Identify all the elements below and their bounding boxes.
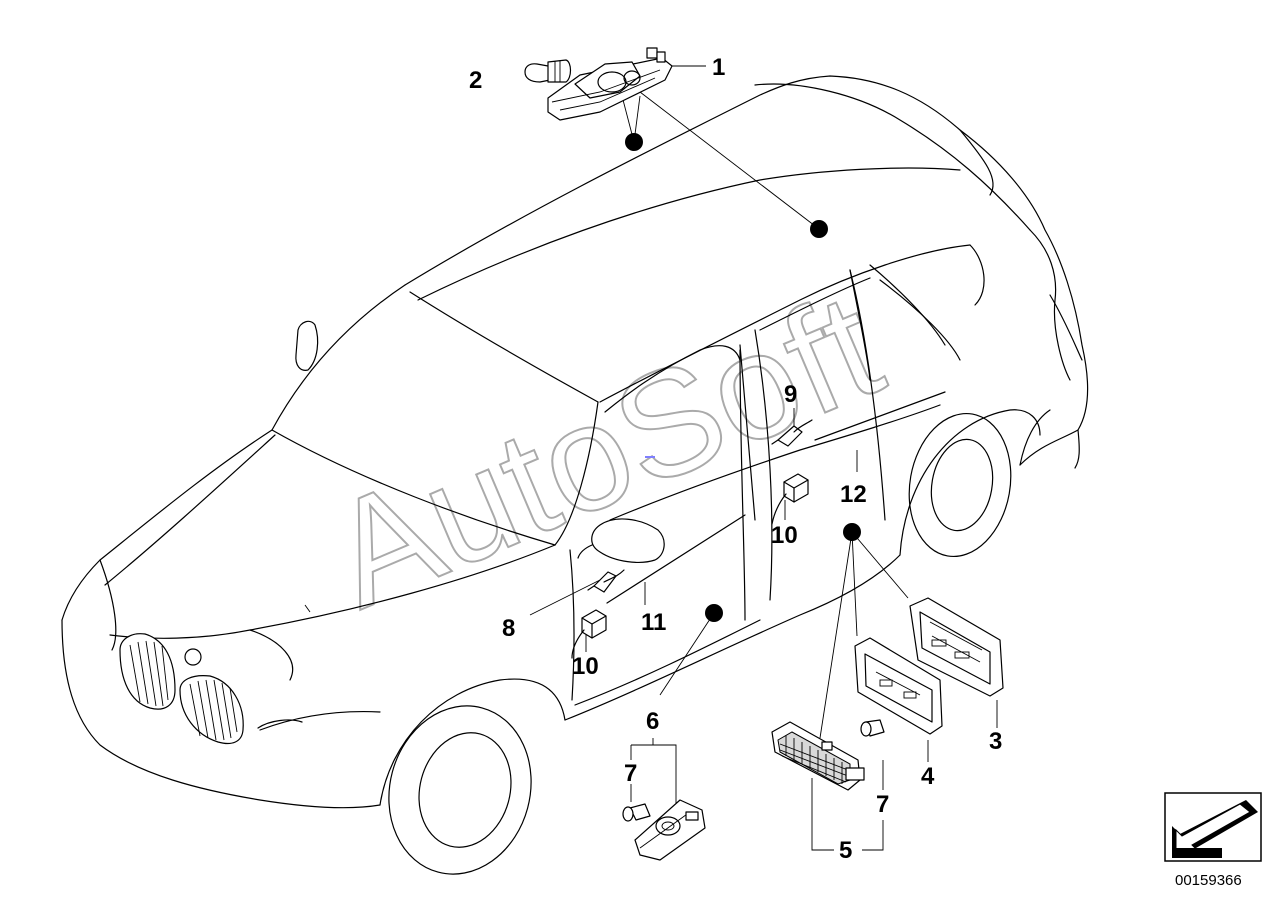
callout-1: 1 [712,54,725,81]
callout-7-right: 7 [876,791,889,818]
part-bulb-small-left [622,803,651,822]
callout-8: 8 [502,615,515,642]
part-door-switch-rear [771,473,809,525]
leader-lines [529,65,998,851]
callout-7-left: 7 [624,760,637,787]
part-door-switch-front [571,609,607,659]
arrow-left-down-icon [1172,800,1258,858]
callout-10-front: 10 [572,653,599,680]
part-bulb [524,59,572,83]
part-connector-front [587,569,625,593]
vehicle-outline [61,75,1089,875]
nav-arrow-box[interactable] [1164,792,1262,862]
part-door-lamp [634,799,706,861]
door-rail-front [606,514,746,604]
part-connector-rear [771,419,813,447]
door-rail-rear [814,391,946,441]
callout-3: 3 [989,728,1002,755]
part-frame-inner [854,637,943,735]
callout-4: 4 [921,763,935,790]
callout-6: 6 [646,708,659,735]
callout-5: 5 [839,837,852,864]
part-roof-lamp [547,47,673,121]
callout-9: 9 [784,381,797,408]
document-number: 00159366 [1175,872,1242,889]
callout-10-rear: 10 [771,522,798,549]
callout-2: 2 [469,67,482,94]
callout-12: 12 [840,481,867,508]
part-bulb-small-right [860,719,885,737]
part-frame-outer [909,597,1004,697]
callout-11: 11 [641,609,666,636]
part-luggage-lamp [771,721,865,791]
